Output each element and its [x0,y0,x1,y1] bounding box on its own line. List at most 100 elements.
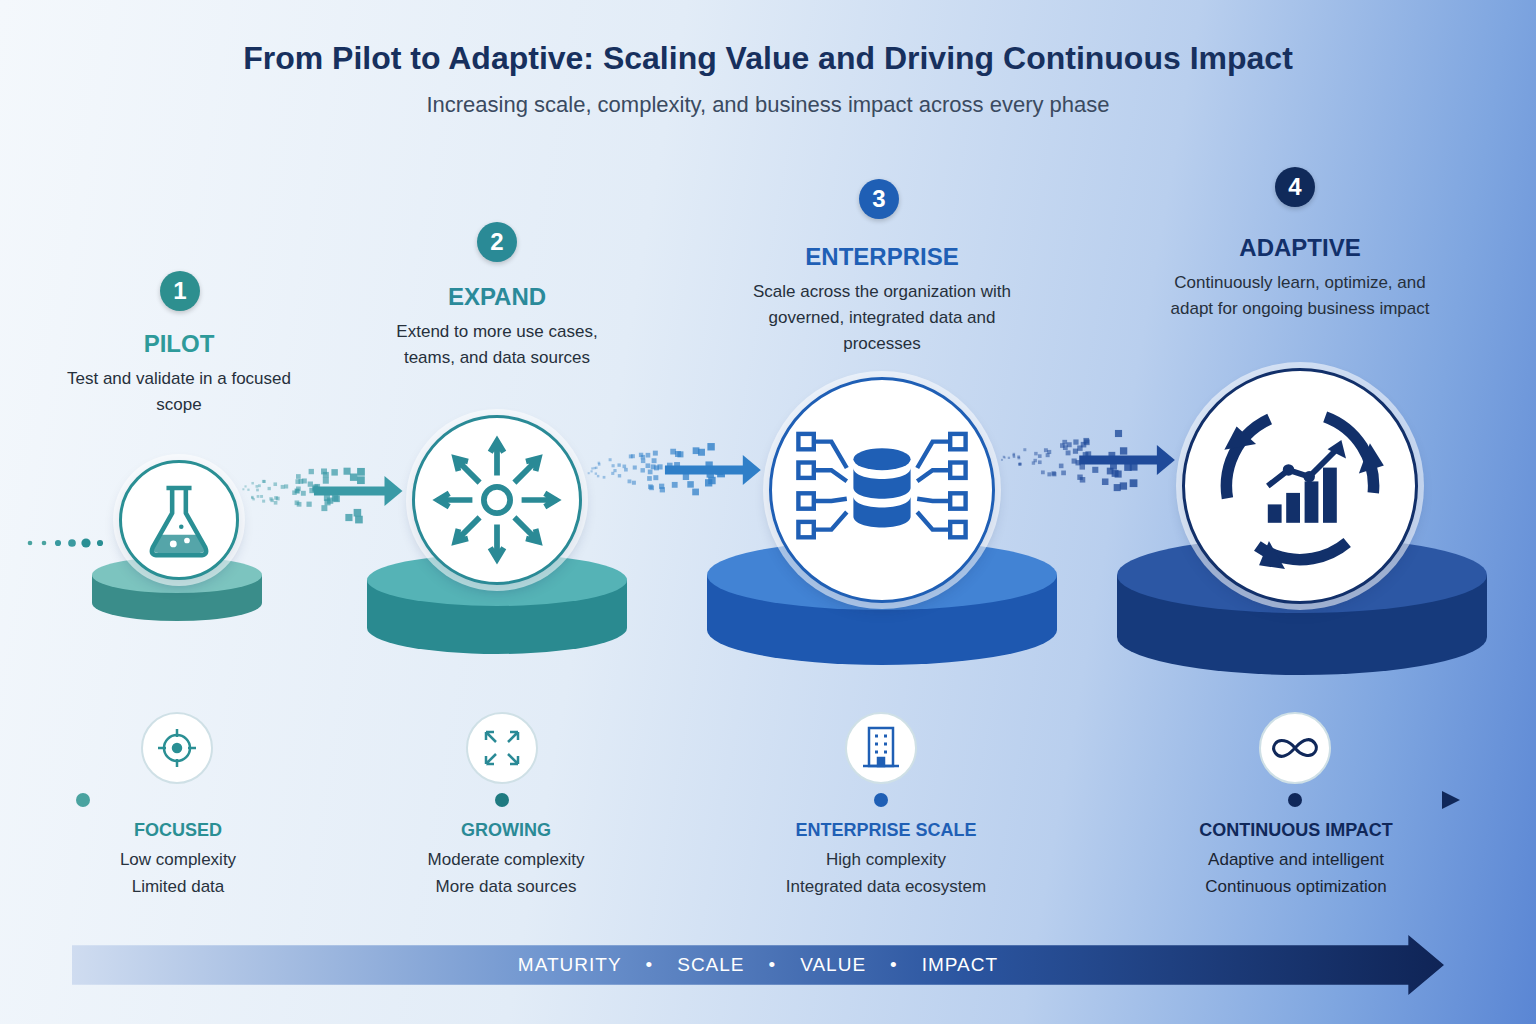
pixel-dot [323,472,329,478]
phase-node: EXPANDExtend to more use cases, teams, a… [372,283,622,585]
arrow-head [743,455,761,485]
pixel-dot [1114,484,1121,491]
pixel-dot [269,497,272,500]
pixel-dot [593,467,595,469]
pixel-dot [628,479,632,483]
band-word: VALUE [800,954,866,976]
pixel-dot [591,467,593,469]
pixel-dot [1013,453,1016,456]
pixel-dot [611,472,614,475]
pixel-dot [647,476,652,481]
pixel-dot [1018,463,1021,466]
step-number: 4 [1288,173,1301,201]
pixel-dot [81,538,90,547]
pixel-dot [262,480,265,483]
stage-detail: Low complexity [0,850,358,870]
pixel-dot [633,465,637,469]
arrow-shaft [665,466,747,475]
pixel-dot [624,468,628,472]
pixel-dot [260,495,263,498]
pixel-dot [297,502,302,507]
pixel-dot [1080,464,1086,470]
pixel-dot [1072,458,1077,463]
pixel-dot [1003,456,1005,458]
target-icon [142,713,212,783]
pixel-dot [298,479,303,484]
phase-circle [1182,368,1418,604]
pixel-dot [683,474,689,480]
flow-arrow [314,476,403,506]
band-word: • [769,954,777,976]
pixel-dot [251,482,253,484]
pixel-dot [652,458,657,463]
pixel-dot [692,489,699,496]
pixel-dot [357,468,365,476]
pixel-dot [247,489,249,491]
flow-arrow [665,455,761,485]
pixel-dot [268,487,271,490]
stage-label: GROWING [326,820,686,841]
pixel-dot [1044,448,1048,452]
pixel-dot [1001,459,1003,461]
pixel-dot [641,468,645,472]
pixel-dot [1041,470,1045,474]
pixel-dot [68,539,76,547]
pixel-dot [1004,456,1006,458]
pixel-dot [323,478,329,484]
pixel-dot [646,463,651,468]
phase-heading: PILOT [64,330,294,358]
pixel-dot [1102,478,1109,485]
pixel-dot [256,489,259,492]
pixel-dot [618,474,621,477]
pixel-dot [1019,463,1022,466]
stage-detail: More data sources [326,877,686,897]
pixel-dot [357,476,365,484]
pixel-dot [1077,475,1082,480]
flask-icon [122,463,236,577]
pixel-dot [344,468,351,475]
pixel-dot [1019,463,1022,466]
band-word: • [890,954,898,976]
pixel-dot [648,470,653,475]
pixel-dot [255,485,258,488]
pixel-dot [1052,472,1056,476]
pixel-dot [252,498,255,501]
pixel-dot [1038,454,1042,458]
band-word: IMPACT [922,954,998,976]
pixel-dot [308,481,313,486]
pixel-dot [595,472,597,474]
step-number: 3 [872,185,885,213]
pixel-dot [1130,479,1138,487]
pixel-dot [55,540,61,546]
pixel-dot [698,449,705,456]
stage-label: FOCUSED [0,820,358,841]
pixel-dot [705,479,712,486]
pixel-dot [309,469,314,474]
pixel-dot [345,514,352,521]
step-badge: 1 [160,271,200,311]
pixel-dot [609,458,612,461]
pixel-dot [677,451,683,457]
pixel-dot [97,540,103,546]
pixel-dot [649,485,654,490]
pixel-dot [274,501,278,505]
pixel-dot [355,516,363,524]
step-badge: 4 [1275,167,1315,207]
infinity-icon [1260,713,1330,783]
expand-icon [415,418,579,582]
pixel-dot [350,474,357,481]
arrow-head [1157,445,1175,475]
pixel-dot [331,469,337,475]
pixel-dot [327,498,333,504]
phase-circle [119,460,239,580]
pixel-dot [1008,457,1010,459]
pixel-dot [262,500,265,503]
pixel-dot [653,475,658,480]
pixel-dot [613,469,616,472]
pixel-dot [1092,467,1098,473]
pixel-dot [617,463,620,466]
maturity-band: MATURITY•SCALE•VALUE•IMPACT [72,935,1444,995]
pixel-dot [1066,450,1071,455]
pixel-dot [660,487,665,492]
pixel-dot [641,459,645,463]
